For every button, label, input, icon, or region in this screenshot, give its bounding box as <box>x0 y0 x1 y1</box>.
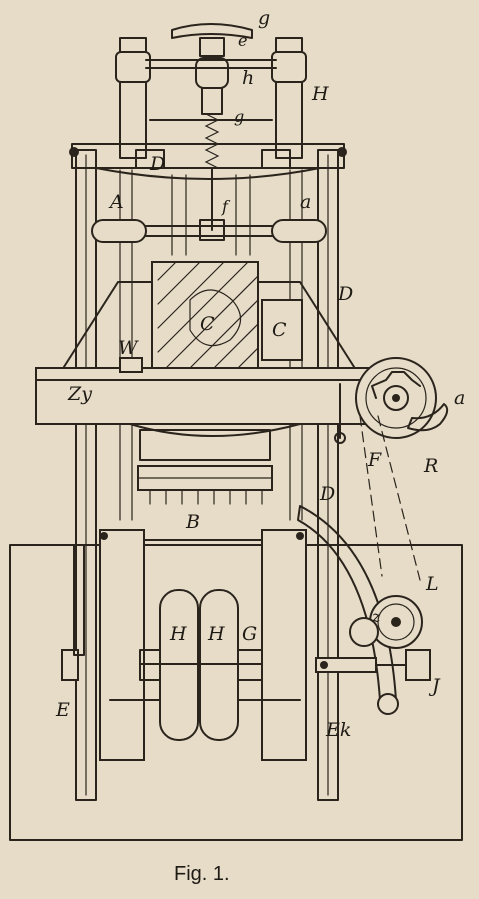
label-D-top: D <box>149 153 165 175</box>
label-F: F <box>367 449 382 471</box>
base-plate <box>9 544 463 841</box>
guide-bar <box>91 219 327 243</box>
labels: g e h g H D A f a D C C W Zy a F R B D L… <box>55 7 465 741</box>
label-R: R <box>423 455 438 477</box>
label-z: z <box>371 607 381 626</box>
label-C-center: C <box>200 313 215 335</box>
lever-arm <box>297 415 423 715</box>
label-D-right: D <box>337 283 353 305</box>
label-J: J <box>428 675 441 697</box>
frame-posts <box>75 149 339 801</box>
label-a-right: a <box>300 191 311 213</box>
lower-frame <box>99 529 307 761</box>
gear-r <box>355 357 449 439</box>
label-B: B <box>185 511 200 533</box>
label-D-mid: D <box>319 483 335 505</box>
label-Ek: Ek <box>325 719 351 741</box>
upper-crossbeam <box>69 143 347 180</box>
needle-bar-b <box>137 429 273 505</box>
label-E-left: E <box>55 699 70 721</box>
label-e: e <box>238 31 247 50</box>
label-H1: H <box>169 623 187 645</box>
label-H: H <box>311 83 329 105</box>
label-g2: g <box>234 107 244 126</box>
label-G: G <box>242 623 257 645</box>
label-g: g <box>258 7 270 29</box>
label-h: h <box>242 67 254 89</box>
hatched-block <box>151 261 259 371</box>
block-c <box>261 299 303 361</box>
label-a-lever: a <box>454 387 465 409</box>
label-f: f <box>221 197 231 216</box>
label-L: L <box>425 573 439 595</box>
label-W: W <box>118 337 139 359</box>
main-table <box>35 357 383 444</box>
left-bracket <box>61 544 85 681</box>
pulleys <box>139 589 263 741</box>
figure-caption: Fig. 1. <box>174 863 230 885</box>
label-A-left: A <box>108 191 124 213</box>
label-C-box: C <box>272 319 287 341</box>
label-H2: H <box>207 623 225 645</box>
shaft-ek <box>315 649 431 681</box>
upper-frame <box>115 37 307 159</box>
label-Zy: Zy <box>67 383 92 405</box>
handwheel-assembly <box>171 23 253 231</box>
